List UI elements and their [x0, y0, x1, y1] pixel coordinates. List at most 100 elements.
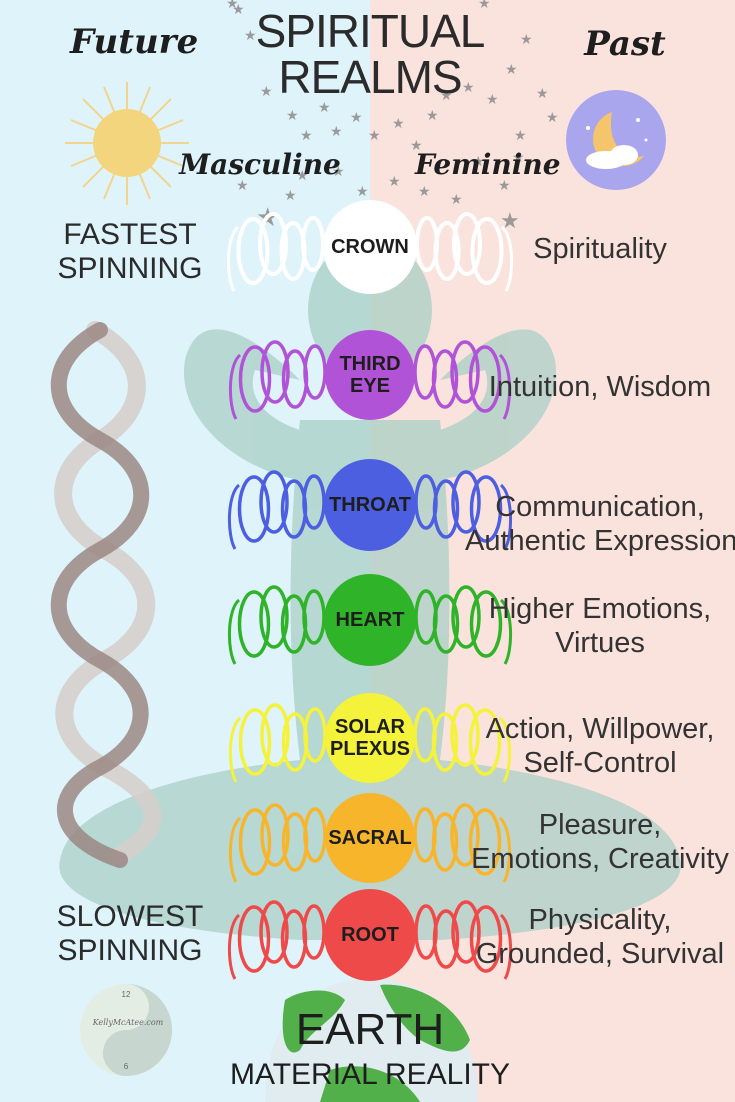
chakra-coil-tail — [227, 913, 241, 980]
chakra-name: SACRAL — [310, 827, 430, 849]
svg-text:★: ★ — [284, 188, 297, 204]
svg-text:★: ★ — [478, 0, 491, 12]
chakra-coil — [237, 905, 271, 973]
chakra-description-line-2: Grounded, Survival — [475, 938, 725, 970]
chakra-coil-tail — [500, 225, 514, 292]
chakra-description-line-1: Pleasure, — [538, 809, 662, 841]
chakra-coil — [450, 703, 480, 767]
chakra-orb — [325, 330, 415, 420]
chakra-name-line-1: SACRAL — [328, 827, 412, 849]
chakra-description-line-1: Intuition, Wisdom — [488, 371, 712, 403]
chakra-coil-tail — [498, 816, 512, 883]
feminine-label: Feminine — [415, 148, 561, 181]
chakra-coil — [259, 585, 289, 649]
chakra-name-line-2: EYE — [349, 375, 391, 397]
slowest-line-2: SPINNING — [57, 934, 203, 967]
masculine-label: Masculine — [179, 148, 341, 181]
chakra-coil — [468, 345, 502, 413]
svg-text:★: ★ — [368, 128, 381, 144]
chakra-coil — [238, 345, 272, 413]
svg-text:★: ★ — [486, 92, 499, 108]
chakra-coil — [432, 479, 460, 539]
earth-subtitle: MATERIAL REALITY — [229, 1058, 511, 1091]
chakra-orbs — [323, 200, 417, 981]
svg-text:★: ★ — [426, 108, 439, 124]
chakra-coil — [260, 703, 290, 767]
chakra-coil — [238, 808, 272, 876]
svg-text:★: ★ — [296, 168, 309, 184]
svg-text:★: ★ — [286, 108, 299, 124]
chakra-coil-tail — [228, 816, 242, 883]
chakra-coil-tail — [498, 353, 512, 420]
svg-text:★: ★ — [226, 0, 239, 12]
chakra-coil-tail — [228, 353, 242, 420]
chakra-coil — [431, 349, 459, 409]
chakra-name-line-2: PLEXUS — [329, 738, 411, 760]
svg-text:★: ★ — [392, 116, 405, 132]
chakra-description-line-1: Spirituality — [533, 233, 667, 265]
chakra-description-line-1: Action, Willpower, — [485, 713, 715, 745]
chakra-coil — [468, 808, 502, 876]
svg-text:★: ★ — [418, 184, 431, 200]
chakra-orb — [324, 574, 416, 666]
chakra-coil — [279, 221, 307, 281]
svg-text:★: ★ — [244, 28, 257, 44]
chakra-name-line-1: HEART — [335, 609, 405, 631]
chakra-coil — [450, 340, 480, 404]
chakra-name: ROOT — [310, 924, 430, 946]
moon-icon — [566, 90, 666, 190]
svg-text:★: ★ — [546, 110, 559, 126]
svg-text:★: ★ — [536, 86, 549, 102]
chakra-coil — [281, 349, 309, 409]
chakra-coil — [432, 909, 460, 969]
earth-globe-icon — [265, 978, 478, 1102]
stars-decoration: ★★★ ★★★ ★★★ ★★★ ★★★ ★★★ ★★★ ★★★ ★★★ ★★★ … — [226, 0, 559, 234]
svg-text:★: ★ — [512, 150, 525, 166]
chakra-coil — [451, 585, 481, 649]
chakra-description-line-1: Higher Emotions, — [488, 593, 712, 625]
chakra-coil — [280, 479, 308, 539]
chakra-coil — [452, 212, 482, 276]
chakra-coil-tail — [228, 716, 242, 783]
chakra-name: THROAT — [310, 494, 430, 516]
chakra-coil — [431, 812, 459, 872]
logo-text: KellyMcAtee.com — [92, 1018, 164, 1027]
chakra-name-line-1: THIRD — [339, 353, 401, 375]
chakra-orb — [325, 793, 415, 883]
chakra-coil — [469, 905, 503, 973]
chakra-name-line-1: SOLAR — [335, 716, 405, 738]
chakra-coil — [280, 594, 308, 654]
svg-text:★: ★ — [332, 164, 345, 180]
chakra-coil — [470, 217, 504, 285]
chakra-coil — [258, 212, 288, 276]
chakra-coil — [469, 590, 503, 658]
chakra-description-line-2: Virtues — [555, 627, 645, 659]
title-line-2: REALMS — [278, 51, 462, 103]
svg-text:★: ★ — [350, 110, 363, 126]
chakra-coil — [238, 708, 272, 776]
past-label: Past — [584, 24, 666, 64]
svg-text:★: ★ — [232, 2, 245, 18]
chakra-description-line-1: Physicality, — [528, 904, 672, 936]
fastest-line-1: FASTEST — [63, 218, 197, 251]
svg-text:★: ★ — [236, 178, 249, 194]
chakra-name-line-1: ROOT — [341, 924, 399, 946]
svg-text:★: ★ — [520, 32, 533, 48]
chakra-orb — [325, 693, 415, 783]
chakra-coils — [226, 212, 514, 980]
chakra-coil — [468, 708, 502, 776]
chakra-coil-tail — [499, 483, 513, 550]
chakra-coil — [259, 470, 289, 534]
chakra-coil — [451, 900, 481, 964]
svg-text:★: ★ — [440, 88, 453, 104]
chakra-coil-tail — [227, 598, 241, 665]
svg-text:★: ★ — [300, 128, 313, 144]
chakra-coil — [259, 900, 289, 964]
earth-title: EARTH — [295, 1005, 445, 1054]
clock-6-label: 6 — [123, 1062, 129, 1071]
svg-text:★: ★ — [462, 80, 475, 96]
svg-text:★: ★ — [472, 154, 485, 170]
chakra-coil — [450, 803, 480, 867]
chakra-coil-tail — [226, 225, 240, 292]
